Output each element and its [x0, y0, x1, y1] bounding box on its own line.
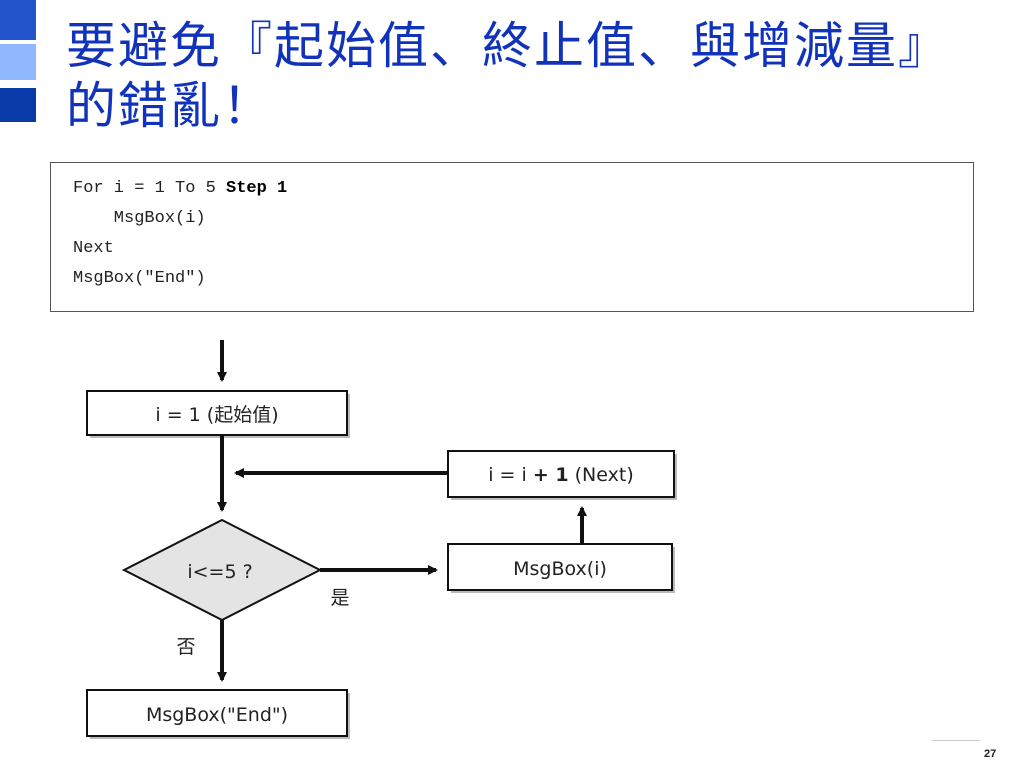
end-box: [86, 689, 348, 737]
body-box-label: MsgBox(i): [513, 558, 607, 580]
condition-label: i<=5 ?: [187, 561, 252, 583]
yes-label: 是: [330, 587, 349, 609]
slide-title-line1: 要避免『起始值、終止值、與增減量』: [66, 17, 950, 75]
code-step-keyword: Step 1: [226, 179, 288, 198]
increment-bold: + 1: [533, 464, 569, 486]
increment-box: [447, 450, 675, 498]
code-line-next: Next: [73, 239, 114, 258]
code-line-for: For i = 1 To 5 Step 1: [73, 179, 287, 198]
decor-block-middle: [0, 44, 36, 80]
no-label: 否: [176, 636, 195, 658]
increment-box-label: i = i + 1 (Next): [488, 464, 634, 486]
code-for-prefix: For i = 1 To 5: [73, 179, 227, 198]
page-number: 27: [984, 748, 997, 760]
code-line-end: MsgBox("End"): [73, 269, 206, 288]
code-block: For i = 1 To 5 Step 1 MsgBox(i) Next Msg…: [50, 162, 974, 312]
footer-divider: [932, 740, 980, 741]
init-box: [86, 390, 348, 436]
slide-title: 要避免『起始值、終止值、與增減量』 的錯亂！: [66, 16, 1016, 136]
code-line-msgbox: MsgBox(i): [73, 209, 206, 228]
body-box: [447, 543, 673, 591]
slide-title-line2: 的錯亂！: [66, 77, 274, 135]
increment-suffix: (Next): [569, 464, 634, 486]
end-box-label: MsgBox("End"): [146, 704, 288, 726]
decor-block-top: [0, 0, 36, 40]
init-box-label: i = 1 (起始值): [155, 404, 278, 426]
increment-prefix: i = i: [488, 464, 533, 486]
decor-block-bottom: [0, 88, 36, 122]
